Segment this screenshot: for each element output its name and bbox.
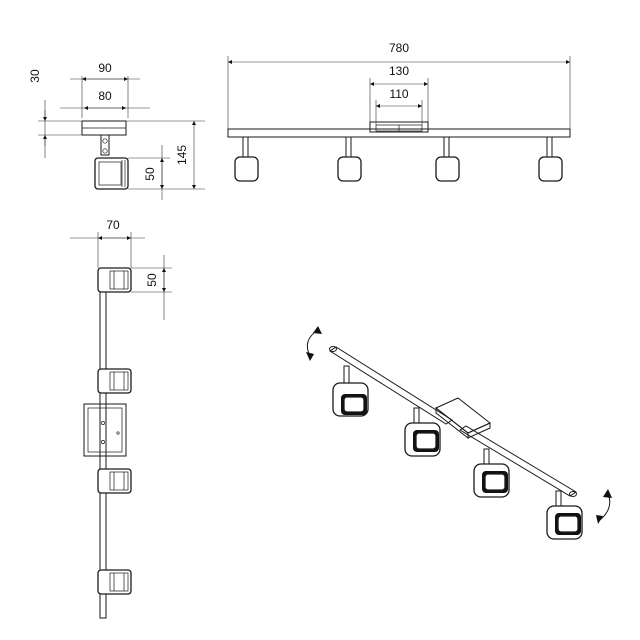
dim-50-side: 50: [143, 167, 157, 181]
front-view: 780 130 110: [227, 41, 571, 182]
iso-view: [306, 326, 612, 540]
top-head-3: [97, 468, 132, 494]
dim-50-top: 50: [145, 273, 159, 287]
rotate-arrow-icon: [596, 489, 612, 524]
dim-780: 780: [389, 41, 409, 55]
dim-70: 70: [106, 218, 120, 232]
iso-head-3: [473, 448, 510, 498]
front-head-1: [234, 136, 259, 182]
front-head-3: [435, 136, 460, 182]
dim-110: 110: [389, 87, 408, 101]
dim-145: 145: [175, 145, 189, 165]
iso-canopy: [435, 397, 491, 440]
top-head-2: [97, 368, 132, 394]
top-head-4: [97, 569, 132, 595]
dim-130: 130: [389, 64, 409, 78]
top-view: 70 50: [70, 218, 172, 619]
dim-90: 90: [98, 61, 112, 75]
iso-head-1: [332, 365, 369, 417]
front-head-2: [337, 136, 362, 182]
front-head-4: [538, 136, 563, 182]
dim-30: 30: [28, 69, 42, 83]
iso-head-2: [404, 407, 441, 457]
dim-80: 80: [98, 89, 112, 103]
side-view: 90 80 30 50 145: [28, 61, 205, 200]
rotate-arrow-icon: [306, 326, 322, 361]
top-head-1: [97, 267, 132, 293]
iso-head-4: [546, 490, 583, 540]
